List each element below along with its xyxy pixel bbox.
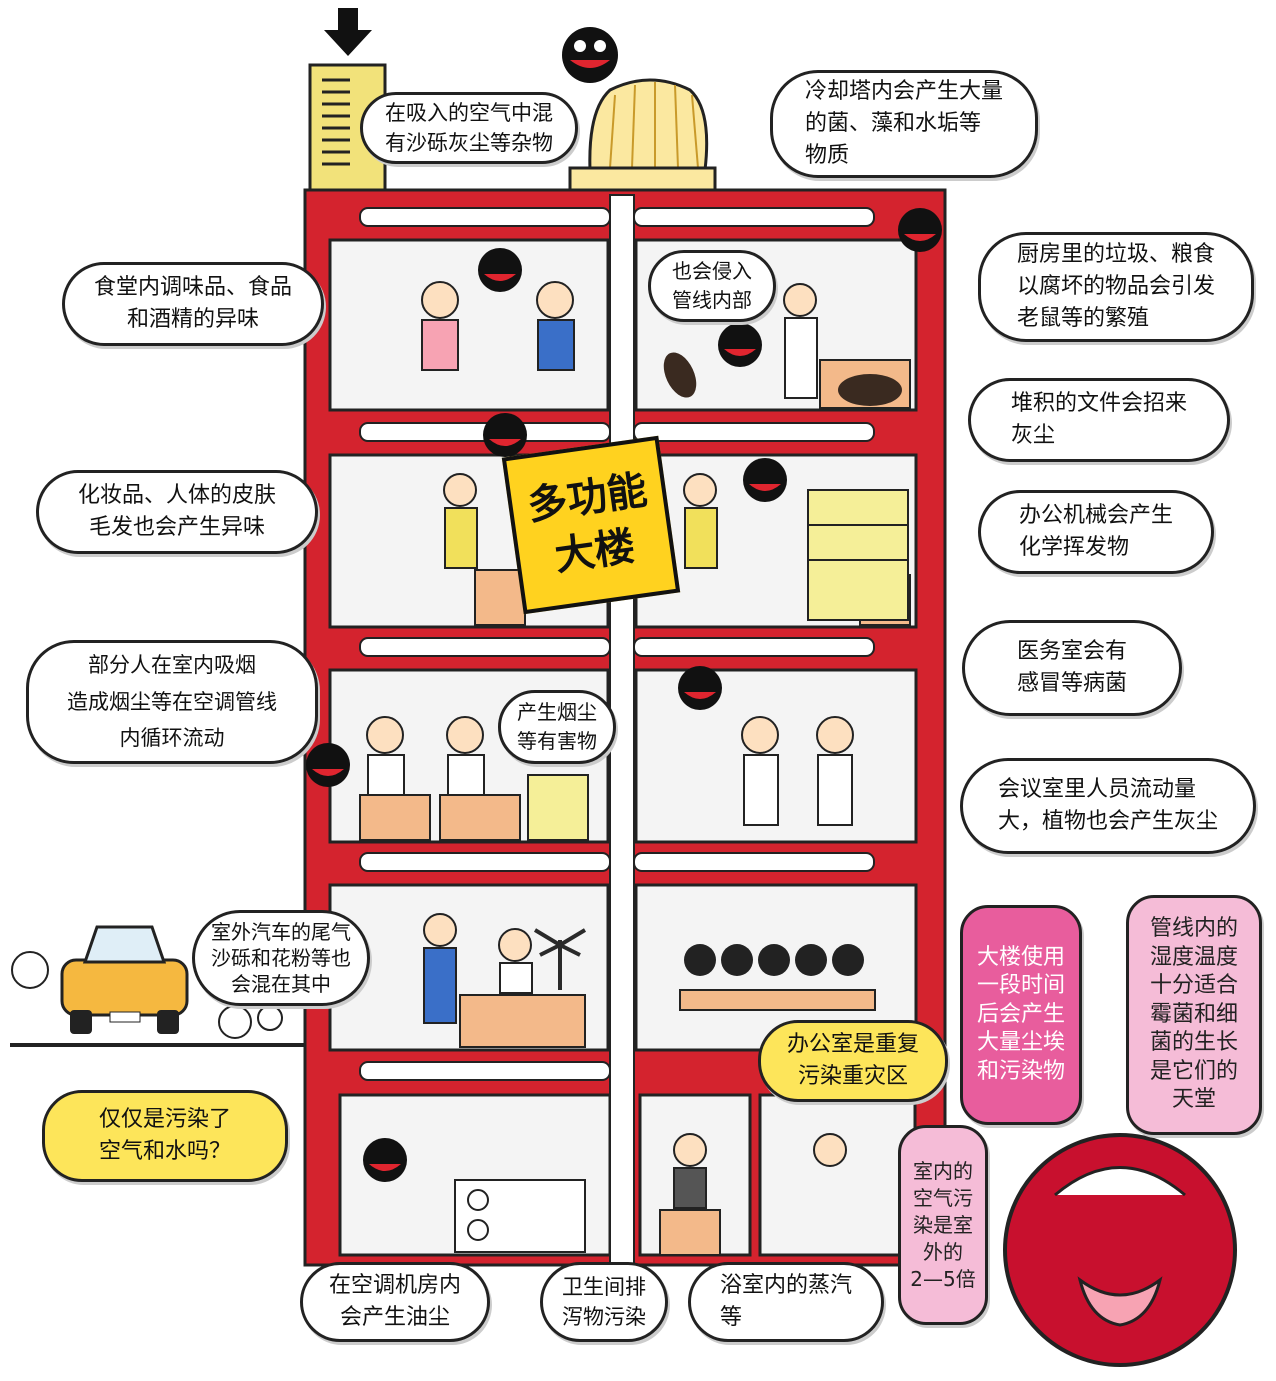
germ-icon xyxy=(363,1138,407,1182)
ducts xyxy=(359,207,875,1081)
germ-icon xyxy=(306,743,350,787)
callout-indoor-ratio: 室内的 空气污 染是室 外的 2—5倍 xyxy=(898,1125,988,1325)
germ-icon xyxy=(562,27,618,83)
callout-files-dust: 堆积的文件会招来 灰尘 xyxy=(968,378,1230,462)
callout-enter-pipes: 也会侵入 管线内部 xyxy=(648,250,776,322)
callout-cooling-tower: 冷却塔内会产生大量 的菌、藻和水垢等 物质 xyxy=(770,70,1038,178)
meeting-table xyxy=(679,989,876,1011)
callout-cosmetics: 化妆品、人体的皮肤 毛发也会产生异味 xyxy=(36,470,318,554)
rat-icon xyxy=(838,374,902,406)
desks xyxy=(359,359,911,1256)
exhaust-smoke xyxy=(11,951,283,1039)
callout-ac-room: 在空调机房内 会产生油尘 xyxy=(300,1262,490,1342)
meeting-attendees xyxy=(684,944,864,976)
pollution-monster-icon xyxy=(1003,1133,1237,1367)
ac-machinery xyxy=(454,1179,586,1253)
building-title-sign: 多功能 大楼 xyxy=(501,435,681,615)
germ-icon xyxy=(483,413,527,457)
cooling-tower xyxy=(588,78,709,172)
callout-toilet: 卫生间排 泻物污染 xyxy=(540,1262,668,1342)
callout-humidity: 管线内的 湿度温度 十分适合 霉菌和细 菌的生长 是它们的 天堂 xyxy=(1126,895,1262,1135)
callout-building-dust: 大楼使用 一段时间 后会产生 大量尘埃 和污染物 xyxy=(960,905,1082,1125)
cockroach-icon xyxy=(663,352,697,398)
building-title: 多功能 大楼 xyxy=(524,467,650,581)
people xyxy=(366,281,854,1209)
cooling-tower-base xyxy=(568,166,717,192)
car-icon xyxy=(60,925,189,1034)
callout-bathroom: 浴室内的蒸汽 等 xyxy=(688,1262,884,1342)
germ-icon xyxy=(678,666,722,710)
callout-meeting-room: 会议室里人员流动量 大，植物也会产生灰尘 xyxy=(960,758,1256,854)
bookshelf xyxy=(807,489,909,621)
callout-clinic: 医务室会有 感冒等病菌 xyxy=(962,620,1182,716)
callout-kitchen-waste: 厨房里的垃圾、粮食 以腐坏的物品会引发 老鼠等的繁殖 xyxy=(978,232,1254,342)
callout-smoke-harm: 产生烟尘 等有害物 xyxy=(498,690,616,764)
callout-car-exhaust: 室外汽车的尾气 沙砾和花粉等也 会混在其中 xyxy=(192,910,370,1006)
callout-intake-dust: 在吸入的空气中混 有沙砾灰尘等杂物 xyxy=(360,92,578,164)
callout-only-air-water: 仅仅是污染了 空气和水吗？ xyxy=(42,1090,288,1182)
cooling-tower-stripes xyxy=(609,82,699,169)
cabinets xyxy=(527,774,589,841)
callout-office-zone: 办公室是重复 污染重灾区 xyxy=(758,1020,948,1102)
palm-plant-icon xyxy=(533,928,587,990)
germ-icon xyxy=(898,208,942,252)
callout-canteen-smell: 食堂内调味品、食品 和酒精的异味 xyxy=(62,262,324,346)
callout-smoking: 部分人在室内吸烟 造成烟尘等在空调管线 内循环流动 xyxy=(26,640,318,764)
germ-icon xyxy=(478,248,522,292)
germ-icon xyxy=(718,323,762,367)
intake-vents xyxy=(322,78,350,166)
down-arrow-icon xyxy=(324,8,372,56)
germ-icon xyxy=(743,458,787,502)
callout-office-machines: 办公机械会产生 化学挥发物 xyxy=(978,490,1214,574)
